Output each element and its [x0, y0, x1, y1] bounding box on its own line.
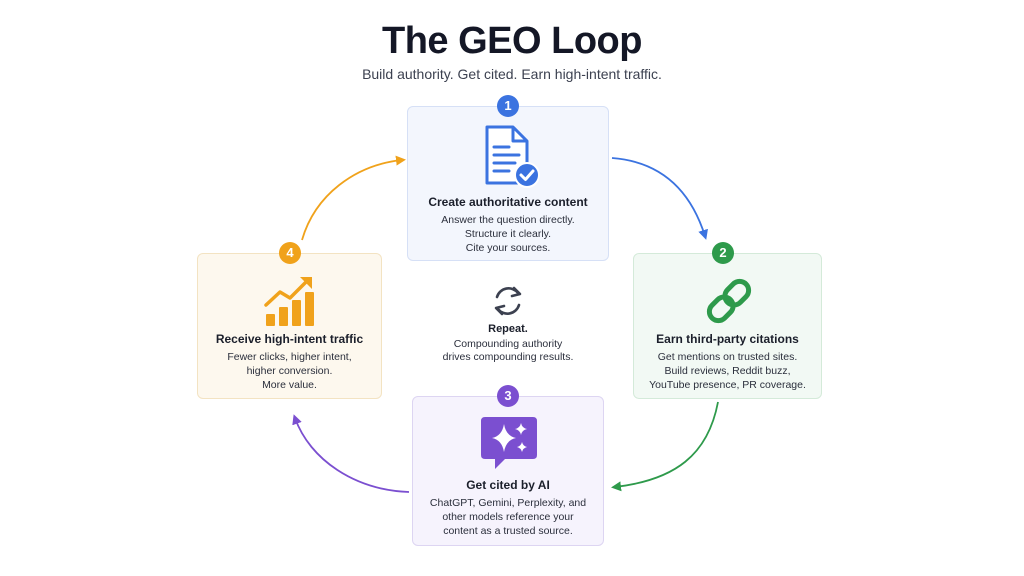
document-check-icon — [483, 125, 541, 194]
link-icon — [702, 274, 756, 333]
arrow-step3-to-step4 — [292, 414, 410, 493]
page-subtitle: Build authority. Get cited. Earn high-in… — [362, 66, 662, 82]
repeat-icon — [490, 284, 526, 323]
step-title: Create authoritative content — [428, 195, 588, 209]
step-number-badge: 4 — [279, 242, 301, 264]
page-title: The GEO Loop — [382, 20, 642, 62]
step-number-badge: 2 — [712, 242, 734, 264]
step-title: Receive high-intent traffic — [215, 332, 364, 346]
step-description: Answer the question directly. Structure … — [441, 214, 575, 254]
center-description: Compounding authority drives compounding… — [442, 338, 574, 363]
step-title: Earn third-party citations — [656, 332, 799, 346]
arrow-step1-to-step2 — [611, 157, 708, 240]
step-card-get-cited: Get cited by AI ChatGPT, Gemini, Perplex… — [412, 396, 604, 546]
center-title: Repeat. — [488, 323, 528, 335]
step-card-create-content: Create authoritative content Answer the … — [407, 106, 609, 261]
step-description: ChatGPT, Gemini, Perplexity, and other m… — [429, 497, 587, 537]
step-card-earn-citations: Earn third-party citations Get mentions … — [633, 253, 822, 399]
step-number-badge: 1 — [497, 95, 519, 117]
step-description: Get mentions on trusted sites. Build rev… — [649, 351, 806, 391]
step-number-badge: 3 — [497, 385, 519, 407]
step-description: Fewer clicks, higher intent, higher conv… — [227, 351, 352, 391]
ai-sparkle-chat-icon — [479, 415, 539, 478]
step-card-receive-traffic: Receive high-intent traffic Fewer clicks… — [197, 253, 382, 399]
step-title: Get cited by AI — [466, 478, 550, 492]
growth-chart-icon — [262, 274, 320, 333]
arrow-step2-to-step3 — [611, 401, 719, 492]
arrow-step4-to-step1 — [301, 155, 406, 241]
